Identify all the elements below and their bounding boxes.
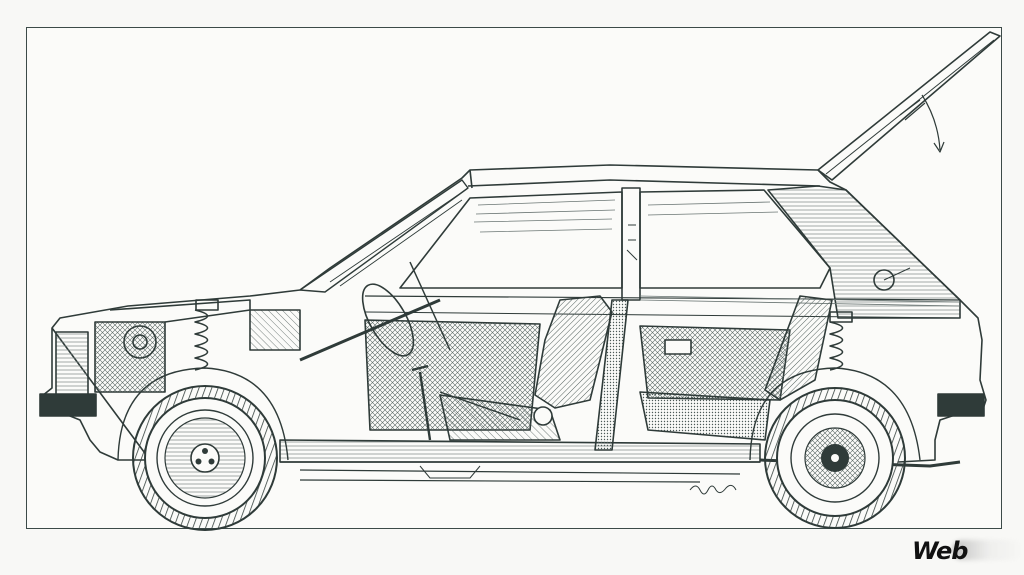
rear-side-window	[639, 189, 831, 289]
front-door-window	[399, 191, 623, 289]
radiator	[55, 331, 89, 403]
front-seat-back	[534, 295, 613, 409]
b-pillar	[621, 187, 641, 301]
roof-line	[467, 179, 821, 187]
rear-seat-back	[764, 295, 833, 401]
rear-wheel	[764, 387, 906, 529]
steering-column	[299, 298, 441, 362]
fuel-cap	[873, 269, 895, 291]
c-pillar	[767, 185, 961, 319]
web-logo: Web	[912, 536, 1024, 566]
alternator	[123, 325, 157, 359]
gear-lever	[411, 364, 432, 441]
rear-coil-spring	[829, 311, 853, 371]
tailgate-open	[817, 31, 1001, 181]
artist-signature	[689, 484, 737, 495]
seat-knob	[533, 406, 553, 426]
logo-text: Web	[912, 537, 968, 565]
battery	[249, 309, 301, 351]
door-handle	[664, 339, 692, 355]
front-coil-spring	[194, 299, 219, 371]
front-wheel-arch	[117, 367, 289, 461]
seat-belt	[594, 299, 629, 451]
windshield	[299, 179, 469, 293]
front-wheel	[132, 385, 278, 531]
gas-strut	[899, 99, 926, 121]
rear-wheel-arch	[749, 367, 921, 461]
front-seat-cushion	[439, 394, 561, 441]
rear-bumper	[937, 393, 985, 417]
logo-smear	[952, 540, 1024, 560]
rear-seat-cushion	[639, 391, 771, 441]
front-bumper	[39, 393, 97, 417]
opening-arrow	[921, 94, 941, 151]
sill	[279, 439, 761, 463]
